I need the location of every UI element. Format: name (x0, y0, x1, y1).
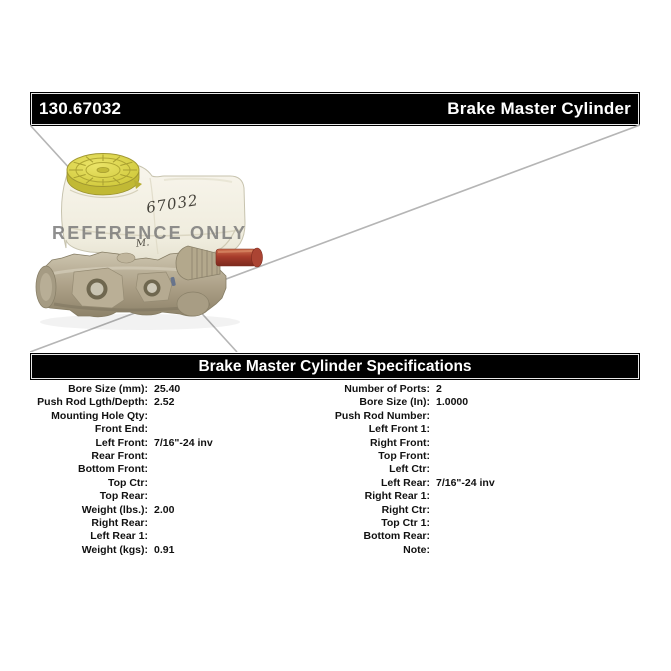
spec-label: Push Rod Lgth/Depth: (37, 396, 148, 409)
spec-row: Weight (lbs.): 2.00 (30, 504, 213, 517)
spec-label: Front End: (94, 423, 148, 436)
page-title: Brake Master Cylinder (447, 99, 631, 118)
spec-row: Top Rear: (30, 490, 213, 503)
spec-label: Top Ctr 1: (381, 516, 430, 529)
spec-label: Bottom Front: (78, 463, 148, 476)
spec-value: 25.40 (154, 383, 181, 395)
spec-label: Bottom Rear: (363, 530, 430, 543)
spec-row: Bottom Front: (30, 463, 213, 476)
spec-row: Push Rod Lgth/Depth: 2.52 (30, 396, 213, 409)
spec-label: Left Front: (95, 436, 149, 449)
watermark-text: REFERENCE ONLY (52, 223, 248, 243)
spec-row: Number of Ports: 2 (312, 383, 495, 396)
spec-row: Top Ctr 1: (312, 517, 495, 530)
specs-header-bar: Brake Master Cylinder Specifications (30, 353, 640, 380)
spec-value: 2.52 (154, 396, 175, 409)
spec-value: 1.0000 (436, 396, 469, 409)
spec-label: Right Rear 1: (364, 490, 430, 503)
spec-value: 7/16"-24 inv (154, 436, 213, 449)
spec-label: Top Ctr: (107, 476, 148, 489)
spec-label: Left Rear 1: (90, 530, 148, 543)
specs-column-right: Number of Ports:2 Bore Size (In):1.0000 … (312, 383, 495, 557)
specs-column-left: Bore Size (mm): 25.40 Push Rod Lgth/Depth… (30, 383, 213, 557)
spec-row: Right Rear: (30, 517, 213, 530)
spec-row: Bore Size (mm): 25.40 (30, 383, 213, 396)
spec-value: 0.91 (154, 543, 175, 556)
spec-value: 2 (436, 383, 442, 395)
spec-row: Right Front: (312, 437, 495, 450)
header-bar: 130.67032 Brake Master Cylinder (30, 92, 640, 126)
spec-row: Weight (kgs): 0.91 (30, 544, 213, 557)
spec-row: Left Rear: 7/16"-24 inv (312, 477, 495, 490)
spec-row: Top Front: (312, 450, 495, 463)
product-photo (35, 153, 263, 330)
spec-row: Left Front 1: (312, 423, 495, 436)
spec-label: Right Rear: (91, 516, 148, 529)
spec-label: Top Rear: (99, 490, 148, 503)
spec-label: Note: (403, 543, 430, 556)
spec-row: Top Ctr: (30, 477, 213, 490)
spec-label: Weight (kgs): (81, 543, 148, 556)
spec-row: Bottom Rear: (312, 530, 495, 543)
spec-row: Left Front: 7/16"-24 inv (30, 437, 213, 450)
spec-label: Left Front 1: (368, 423, 430, 436)
part-number: 130.67032 (39, 99, 122, 118)
spec-label: Bore Size (mm): (68, 383, 148, 395)
spec-label: Left Ctr: (389, 463, 430, 476)
spec-row: Mounting Hole Qty: (30, 410, 213, 423)
spec-row: Left Rear 1: (30, 530, 213, 543)
spec-value: 2.00 (154, 503, 175, 516)
spec-row: Rear Front: (30, 450, 213, 463)
spec-row: Right Rear 1: (312, 490, 495, 503)
spec-row: Push Rod Number: (312, 410, 495, 423)
reservoir-cap (66, 153, 142, 196)
spec-label: Push Rod Number: (334, 409, 430, 422)
spec-value: 7/16"-24 inv (436, 476, 495, 489)
spec-label: Left Rear: (380, 476, 430, 489)
handwritten-mark: M. (135, 237, 150, 250)
spec-row: Note: (312, 544, 495, 557)
spec-label: Bore Size (In): (359, 396, 430, 409)
spec-label: Right Ctr: (381, 503, 430, 516)
spec-row: Left Ctr: (312, 463, 495, 476)
spec-label: Rear Front: (91, 449, 148, 462)
ground-shadow (40, 314, 240, 330)
spec-label: Top Front: (378, 449, 430, 462)
spec-label: Mounting Hole Qty: (51, 409, 148, 422)
spec-label: Weight (lbs.): (81, 503, 148, 516)
spec-label: Number of Ports: (344, 383, 430, 395)
cap-tab (134, 180, 142, 189)
specs-title: Brake Master Cylinder Specifications (198, 357, 472, 375)
spec-row: Front End: (30, 423, 213, 436)
spec-label: Right Front: (369, 436, 430, 449)
paint-dab (170, 276, 176, 287)
spec-row: Right Ctr: (312, 504, 495, 517)
push-rod (215, 247, 263, 268)
spec-row: Bore Size (In): 1.0000 (312, 396, 495, 409)
